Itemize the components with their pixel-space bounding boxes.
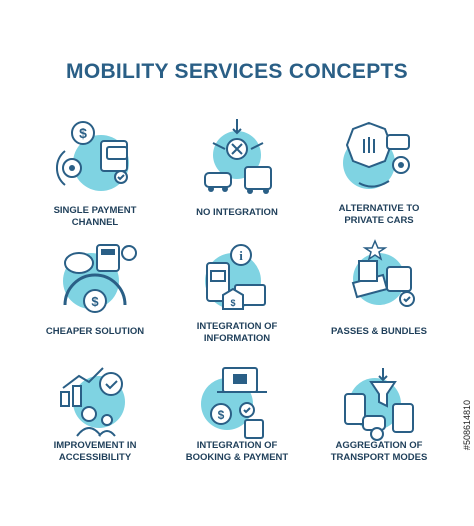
label-line: PASSES & BUNDLES [331,326,427,337]
svg-text:$: $ [230,298,235,308]
label-line: ALTERNATIVE TO [338,203,420,214]
label-line: SINGLE PAYMENT [53,205,137,216]
concept-transport-modes: AGGREGATION OF TRANSPORT MODES [300,364,458,494]
svg-text:$: $ [79,125,87,141]
concept-label: NO INTEGRATION [158,207,316,219]
concept-label: IMPROVEMENT IN ACCESSIBILITY [16,440,174,463]
concept-label: INTEGRATION OF INFORMATION [158,321,316,344]
passes-bundles-icon [351,239,415,307]
alternative-cars-icon [343,121,410,189]
concept-alternative-cars: ALTERNATIVE TO PRIVATE CARS [300,113,458,243]
accessibility-icon [60,367,125,437]
concept-passes-bundles: PASSES & BUNDLES [300,237,458,367]
svg-text:$: $ [218,408,225,422]
concept-label: PASSES & BUNDLES [300,326,458,338]
integration-information-icon: i $ [205,244,266,310]
label-line: INTEGRATION OF [196,321,278,332]
concept-no-integration: NO INTEGRATION [158,113,316,243]
concept-label: INTEGRATION OF BOOKING & PAYMENT [158,440,316,463]
label-line: INTEGRATION OF [196,440,278,451]
concept-accessibility: IMPROVEMENT IN ACCESSIBILITY [16,364,174,494]
no-integration-icon [204,119,272,194]
concept-integration-information: i $ INTEGRATION OF INFORMATION [158,237,316,367]
label-line: AGGREGATION OF [335,440,423,451]
concept-label: ALTERNATIVE TO PRIVATE CARS [300,203,458,226]
label-line: ACCESSIBILITY [58,451,132,463]
label-line: PRIVATE CARS [344,214,414,226]
label-line: INFORMATION [203,332,271,344]
label-line: TRANSPORT MODES [330,451,428,463]
concept-label: CHEAPER SOLUTION [16,326,174,338]
stock-id-text: #508614810 [462,400,472,451]
concept-label: AGGREGATION OF TRANSPORT MODES [300,440,458,463]
transport-modes-icon [344,368,414,441]
payment-channel-icon: $ [55,121,129,191]
concept-single-payment: $ SINGLE PAYMENT CHANNEL [16,113,174,243]
page-title: MOBILITY SERVICES CONCEPTS [66,60,408,83]
label-line: CHEAPER SOLUTION [45,326,145,337]
label-line: IMPROVEMENT IN [53,440,137,451]
label-line: NO INTEGRATION [196,207,278,218]
svg-text:$: $ [91,294,99,309]
concept-booking-payment: $ INTEGRATION OF BOOKING & PAYMENT [158,364,316,494]
booking-payment-icon: $ [201,367,267,439]
concept-cheaper-solution: $ CHEAPER SOLUTION [16,237,174,367]
label-line: CHANNEL [71,216,119,228]
label-line: BOOKING & PAYMENT [185,451,289,463]
svg-text:i: i [239,248,243,263]
concept-label: SINGLE PAYMENT CHANNEL [16,205,174,228]
cheaper-solution-icon: $ [63,244,137,313]
